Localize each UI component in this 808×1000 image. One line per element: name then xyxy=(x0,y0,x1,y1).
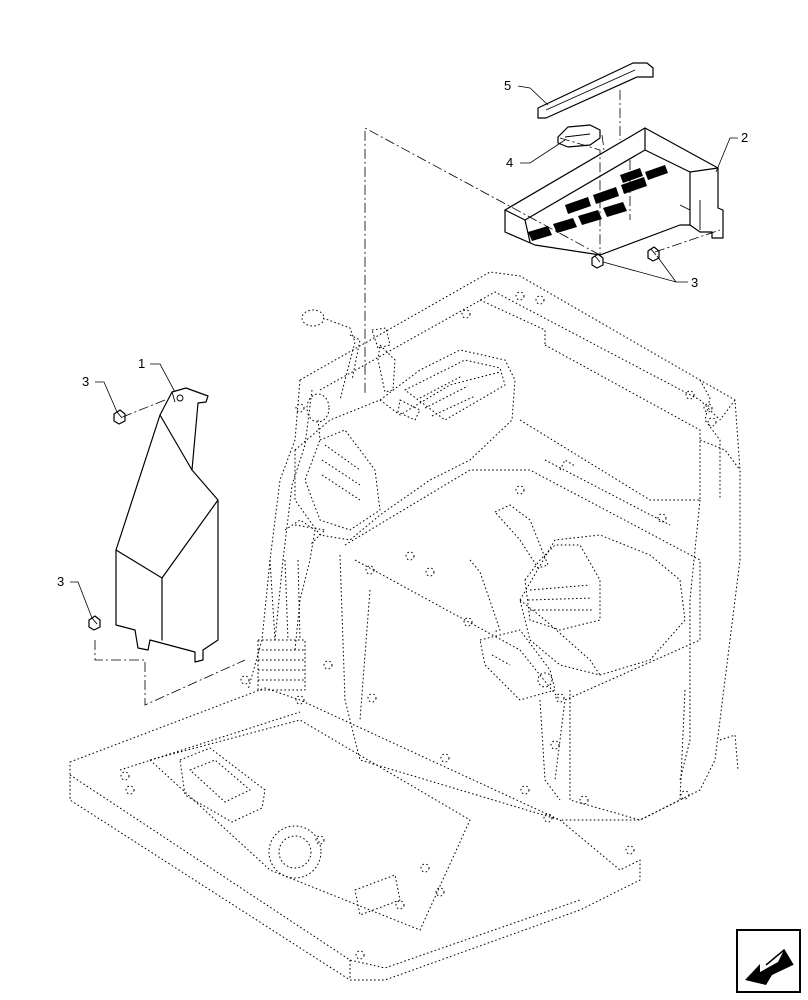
callout-1: 1 xyxy=(138,356,145,371)
screw-left-top xyxy=(113,409,126,425)
next-page-arrow-icon[interactable] xyxy=(736,929,801,993)
left-control-console xyxy=(294,309,516,541)
part-1-side-cover-panel xyxy=(115,387,219,663)
screw-upper-left xyxy=(591,253,604,269)
right-control-console xyxy=(469,504,686,701)
cable-harness xyxy=(257,519,326,691)
cab-frame-assembly xyxy=(69,271,741,981)
callout-labels: 5 2 4 3 1 3 3 xyxy=(57,78,748,589)
callout-5: 5 xyxy=(504,78,511,93)
callout-3-left-bottom: 3 xyxy=(57,574,64,589)
part-4-clip xyxy=(557,124,601,148)
callout-leaders xyxy=(70,85,738,619)
vent-slots xyxy=(528,165,668,241)
callout-2: 2 xyxy=(741,130,748,145)
part-5-trim-strip xyxy=(537,62,654,119)
screw-left-bottom xyxy=(88,615,101,631)
part-2-console-cover xyxy=(504,127,724,256)
callout-3-top: 3 xyxy=(691,275,698,290)
callout-3-left-top: 3 xyxy=(82,374,89,389)
screw-upper-right xyxy=(647,246,660,262)
mounting-holes xyxy=(120,291,717,960)
part-3-screws xyxy=(88,246,660,631)
assembly-centerlines xyxy=(94,90,721,706)
callout-4: 4 xyxy=(506,155,513,170)
